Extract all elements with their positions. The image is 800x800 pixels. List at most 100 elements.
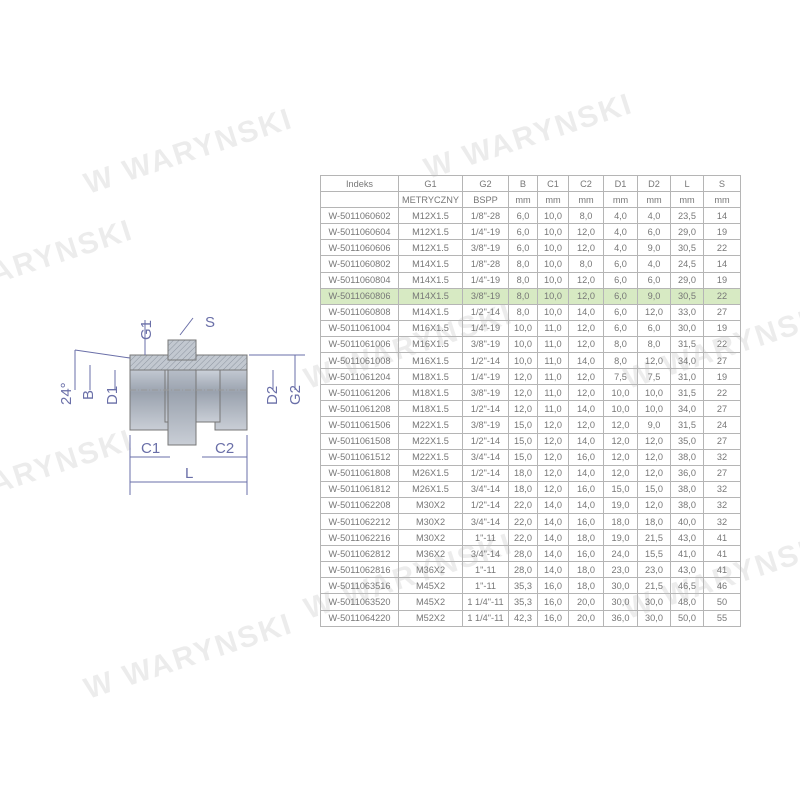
table-cell: 1/2"-14 <box>462 464 509 482</box>
table-cell: 6,0 <box>508 239 538 257</box>
table-cell: 11,0 <box>537 319 569 337</box>
table-cell: 33,0 <box>670 303 704 321</box>
table-cell: 28,0 <box>508 545 538 563</box>
table-cell: W-5011061208 <box>320 400 399 418</box>
table-cell: 20,0 <box>568 593 604 611</box>
table-cell: mm <box>703 191 741 209</box>
table-cell: W-5011060602 <box>320 207 399 225</box>
table-cell: 14 <box>703 207 741 225</box>
table-cell: W-5011061506 <box>320 416 399 434</box>
table-cell: 35,3 <box>508 593 538 611</box>
table-cell: M16X1.5 <box>398 352 463 370</box>
table-cell: W-5011061204 <box>320 368 399 386</box>
watermark: WARYNSKI <box>0 213 138 300</box>
table-cell: W-5011062208 <box>320 496 399 514</box>
table-cell: 16,0 <box>537 609 569 627</box>
table-cell: 10,0 <box>508 335 538 354</box>
table-cell: 1/2"-14 <box>462 400 509 418</box>
table-cell: W-5011061512 <box>320 448 399 466</box>
table-cell: 10,0 <box>603 400 638 418</box>
table-cell: 43,0 <box>670 529 704 547</box>
table-cell: 22 <box>703 384 741 402</box>
table-cell: C2 <box>568 174 604 193</box>
label-g1: G1 <box>138 320 155 340</box>
table-cell: 15,0 <box>508 448 538 466</box>
table-cell: M26X1.5 <box>398 480 463 498</box>
table-cell: 18,0 <box>568 529 604 547</box>
table-cell: M12X1.5 <box>398 207 463 225</box>
table-cell: 1/8"-28 <box>462 255 509 273</box>
table-cell: D1 <box>603 174 638 193</box>
table-cell: M36X2 <box>398 561 463 579</box>
table-cell: 22 <box>703 239 741 257</box>
table-cell: M30X2 <box>398 512 463 531</box>
table-cell: 1 1/4"-11 <box>462 609 509 627</box>
fitting-technical-drawing: G1 S 24° B D1 D2 G2 C1 C2 L <box>58 314 305 495</box>
table-cell: M45X2 <box>398 593 463 611</box>
table-cell: 1/4"-19 <box>462 368 509 386</box>
table-cell: 22 <box>703 335 741 354</box>
table-cell: 16,0 <box>537 593 569 611</box>
table-cell: 3/8"-19 <box>462 335 509 354</box>
table-cell: W-5011061008 <box>320 352 399 370</box>
table-cell: 8,0 <box>508 287 538 305</box>
table-cell: W-5011060808 <box>320 303 399 321</box>
label-b: B <box>80 390 97 400</box>
table-cell: W-5011063520 <box>320 593 399 611</box>
table-cell: 22,0 <box>508 529 538 547</box>
table-cell: 20,0 <box>568 609 604 627</box>
table-cell: W-5011062212 <box>320 512 399 531</box>
table-cell: 11,0 <box>537 400 569 418</box>
table-cell: M30X2 <box>398 496 463 514</box>
table-cell: 14,0 <box>537 496 569 514</box>
table-cell: 15,0 <box>603 480 638 498</box>
table-cell: S <box>703 174 741 193</box>
table-cell: 8,0 <box>508 303 538 321</box>
table-cell: 14,0 <box>537 561 569 579</box>
table-cell: 12,0 <box>603 416 638 434</box>
table-cell: 27 <box>703 352 741 370</box>
table-cell: 23,5 <box>670 207 704 225</box>
table-cell: W-5011061006 <box>320 335 399 354</box>
table-cell: 6,0 <box>603 255 638 273</box>
table-cell: 35,3 <box>508 577 538 595</box>
table-cell: 12,0 <box>508 368 538 386</box>
table-cell: M16X1.5 <box>398 319 463 337</box>
table-cell: 31,5 <box>670 384 704 402</box>
table-cell: M22X1.5 <box>398 448 463 466</box>
table-cell: 8,0 <box>637 335 671 354</box>
table-cell: W-5011060604 <box>320 223 399 241</box>
table-cell: 11,0 <box>537 352 569 370</box>
table-cell: M18X1.5 <box>398 400 463 418</box>
table-cell: W-5011061004 <box>320 319 399 337</box>
table-cell: 18,0 <box>508 464 538 482</box>
table-cell: 8,0 <box>603 352 638 370</box>
table-cell: W-5011064220 <box>320 609 399 627</box>
table-cell: 36,0 <box>603 609 638 627</box>
table-cell: 16,0 <box>568 448 604 466</box>
table-cell: 12,0 <box>568 287 604 305</box>
table-cell: 8,0 <box>568 255 604 273</box>
table-cell: 16,0 <box>568 545 604 563</box>
table-cell: 12,0 <box>568 319 604 337</box>
table-cell: 12,0 <box>568 271 604 289</box>
table-cell: W-5011061808 <box>320 464 399 482</box>
table-cell: 14,0 <box>568 464 604 482</box>
table-cell: 30,5 <box>670 287 704 305</box>
table-cell: W-5011060804 <box>320 271 399 289</box>
table-cell: W-5011061206 <box>320 384 399 402</box>
table-cell: 12,0 <box>637 352 671 370</box>
table-cell: 3/8"-19 <box>462 239 509 257</box>
label-d1: D1 <box>104 386 121 405</box>
table-cell: 18,0 <box>568 577 604 595</box>
table-cell: C1 <box>537 174 569 193</box>
table-cell: 36,0 <box>670 464 704 482</box>
table-cell: 1/4"-19 <box>462 223 509 241</box>
table-cell: 31,5 <box>670 416 704 434</box>
